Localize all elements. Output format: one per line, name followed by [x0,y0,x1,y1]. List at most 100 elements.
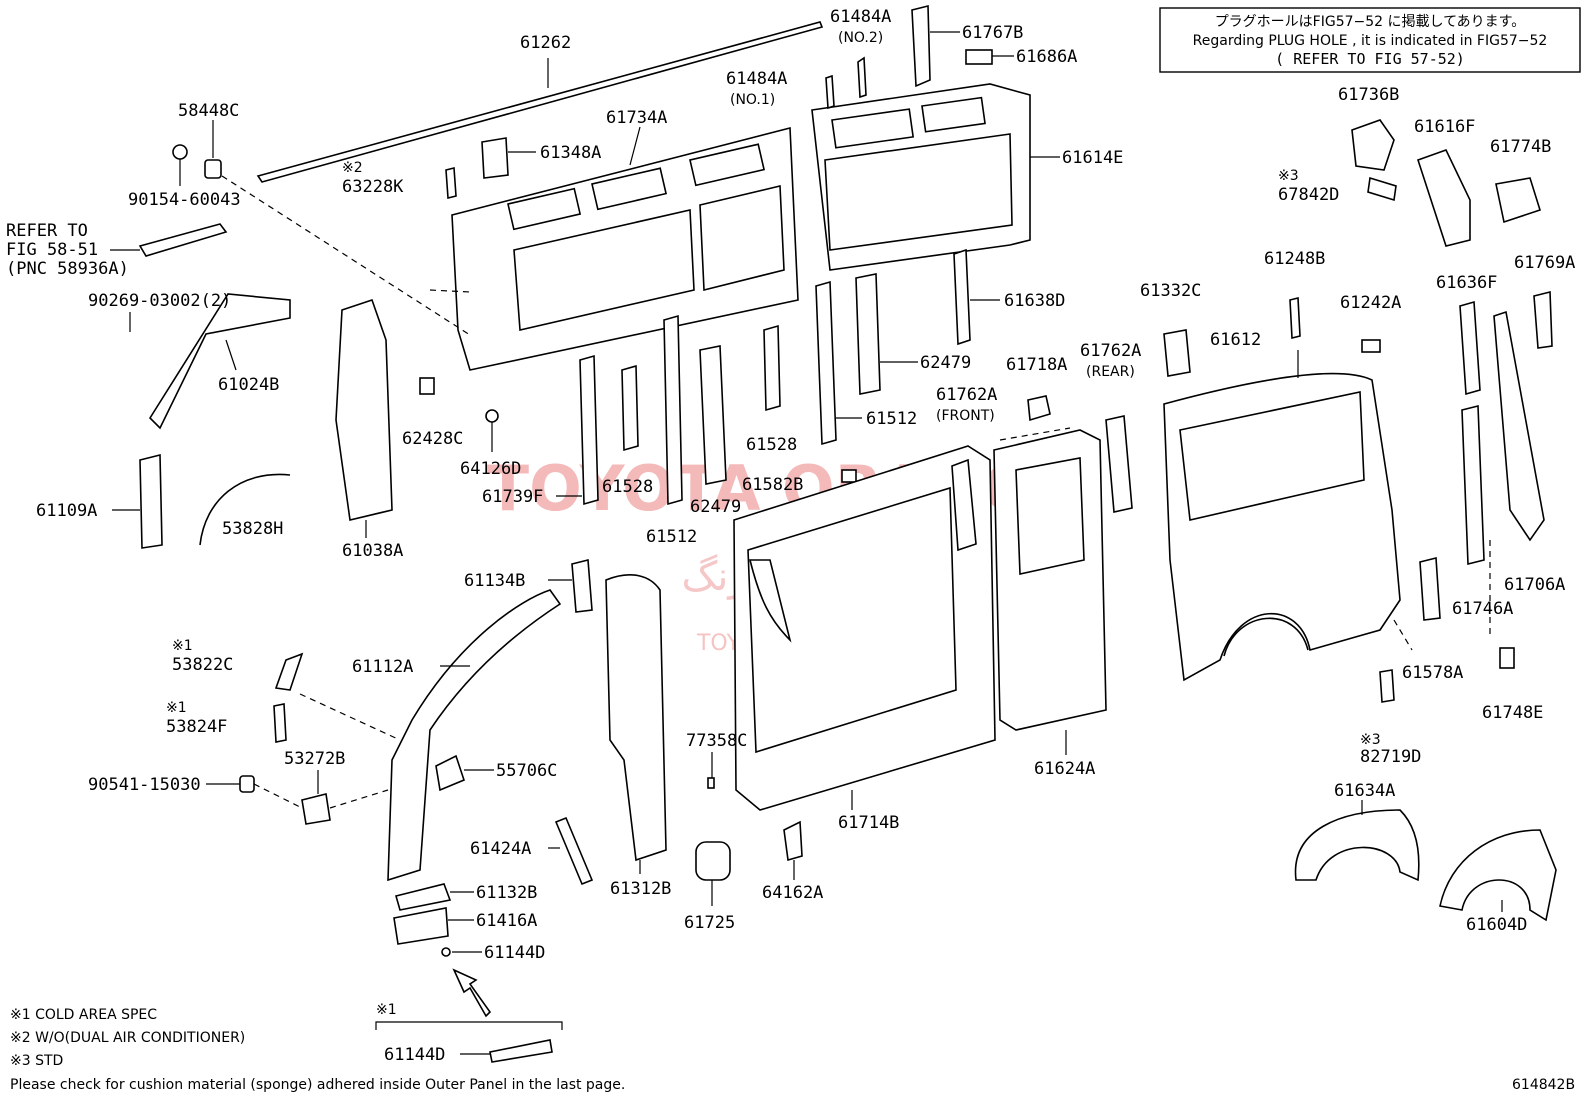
part-61248b: 61248B [1264,249,1325,340]
label-90269-03002: 90269-03002(2) [88,291,231,311]
part-61134b: 61134B [464,558,593,613]
part-58448c-clip: 58448C [178,101,239,179]
label-61312b: 61312B [610,879,671,899]
label-77358c: 77358C [686,731,747,751]
label-61512-right: 61512 [866,409,917,429]
label-61734a: 61734A [606,108,667,128]
label-mark3-top: ※3 [1278,168,1299,184]
label-53828h: 53828H [222,519,283,539]
label-61748e: 61748E [1482,703,1543,723]
part-61638d: 61638D [953,248,1065,346]
part-61734a-upper-inner-panel: 61734A [451,108,799,371]
label-61332c: 61332C [1140,281,1201,301]
part-64162a: 64162A [762,820,823,903]
part-61718a: 61718A [1006,355,1067,422]
refer-note-58-51: REFER TO FIG 58-51 (PNC 58936A) [6,221,228,279]
label-61725: 61725 [684,913,735,933]
refer-note-line2: FIG 58-51 [6,240,98,260]
part-61614e-rear-upper-panel: 61614E [811,83,1123,271]
label-61578a: 61578A [1402,663,1463,683]
part-67842d: ※3 67842D [1278,168,1397,205]
label-61762a-rear: 61762A [1080,341,1141,361]
part-61604d-inner-wheelhouse: 61604D [1439,829,1557,935]
label-61686a: 61686A [1016,47,1077,67]
plug-hole-note-en: Regarding PLUG HOLE , it is indicated in… [1193,33,1548,49]
plug-hole-note-jp: プラグホールはFIG57−52 に掲載してあります。 [1215,14,1526,30]
part-61616f: 61616F [1414,117,1475,247]
part-62479-left: 62479 [690,345,741,517]
part-61746a: 61746A [1452,404,1513,619]
label-61767b: 61767B [962,23,1023,43]
plug-hole-note-box: プラグホールはFIG57−52 に掲載してあります。 Regarding PLU… [1159,7,1581,73]
label-no2: (NO.2) [838,30,883,46]
part-61736b: 61736B [1338,85,1399,171]
label-61604d: 61604D [1466,915,1527,935]
label-61484a-no1: 61484A [726,69,787,89]
footnote-std: ※3 STD [10,1053,63,1069]
label-mark1-c: ※1 [376,1002,397,1018]
label-62428c: 62428C [402,429,463,449]
part-53828h: 53828H [199,473,291,546]
part-61582b: 61582B [742,469,857,495]
part-53272b: 53272B [284,749,345,825]
part-61512-left: 61512 [646,314,697,547]
label-61746a: 61746A [1452,599,1513,619]
part-61332c: 61332C [1140,281,1201,377]
label-82719d: 82719D [1360,747,1421,767]
part-61112a-front-pillar: 61112A [352,589,562,882]
part-61612-quarter-panel: 61612 [1163,330,1401,682]
label-61144d-lower: 61144D [384,1045,445,1065]
part-82719d: ※3 82719D [1360,669,1421,767]
part-61484a-no2: 61484A (NO.2) [830,7,891,99]
part-61528-left: 61528 [602,364,653,497]
label-61736b: 61736B [1338,85,1399,105]
part-61024b: 61024B 90269-03002(2) [88,291,291,430]
part-61725-fuel-lid: 61725 [684,841,735,933]
part-61634a-wheelhouse: 61634A [1294,781,1420,882]
label-no1: (NO.1) [730,92,775,108]
label-64126d: 64126D [460,459,521,479]
refer-note-line1: REFER TO [6,221,88,241]
label-61424a: 61424A [470,839,531,859]
figure-id: 614842B [1512,1077,1575,1093]
part-61762a-front: 61762A (FRONT) [936,385,997,552]
part-61769a: 61769A [1514,253,1575,349]
part-61144d-lower: ※1 61144D [375,1002,563,1065]
part-62479-right: 62479 [855,273,971,395]
part-61748e: 61748E [1482,647,1543,723]
label-61242a: 61242A [1340,293,1401,313]
part-61578a: 61578A [1402,556,1463,683]
label-61714b: 61714B [838,813,899,833]
part-55706c: 55706C [435,754,557,792]
label-62479-right: 62479 [920,353,971,373]
label-61616f: 61616F [1414,117,1475,137]
view-direction-arrow [452,968,492,1018]
part-61636f: 61636F [1436,273,1497,396]
part-62428c: 62428C [402,377,463,449]
part-61424a: 61424A [470,816,594,886]
label-61348a: 61348A [540,143,601,163]
label-61262: 61262 [520,33,571,53]
part-61144d-clip: 61144D [441,943,545,963]
part-61132b: 61132B [395,883,537,911]
label-mark3-bottom: ※3 [1360,732,1381,748]
label-front: (FRONT) [936,408,995,424]
label-61134b: 61134B [464,571,525,591]
label-61528-left: 61528 [602,477,653,497]
part-77358c: 77358C [686,731,747,789]
label-58448c: 58448C [178,101,239,121]
part-61348a: 61348A [481,137,601,179]
label-53272b: 53272B [284,749,345,769]
label-55706c: 55706C [496,761,557,781]
label-90541-15030: 90541-15030 [88,775,201,795]
part-61762a-rear: 61762A (REAR) [1080,341,1141,513]
part-53824f: ※1 53824F [166,700,287,743]
label-61132b: 61132B [476,883,537,903]
label-mark2: ※2 [342,160,363,176]
part-61624a: 61624A [993,429,1107,779]
part-61242a: 61242A [1340,293,1401,353]
part-61262-roof-rail: 61262 [256,21,824,183]
label-61024b: 61024B [218,375,279,395]
part-61706a: 61706A [1493,310,1565,595]
part-61774b: 61774B [1490,137,1551,224]
